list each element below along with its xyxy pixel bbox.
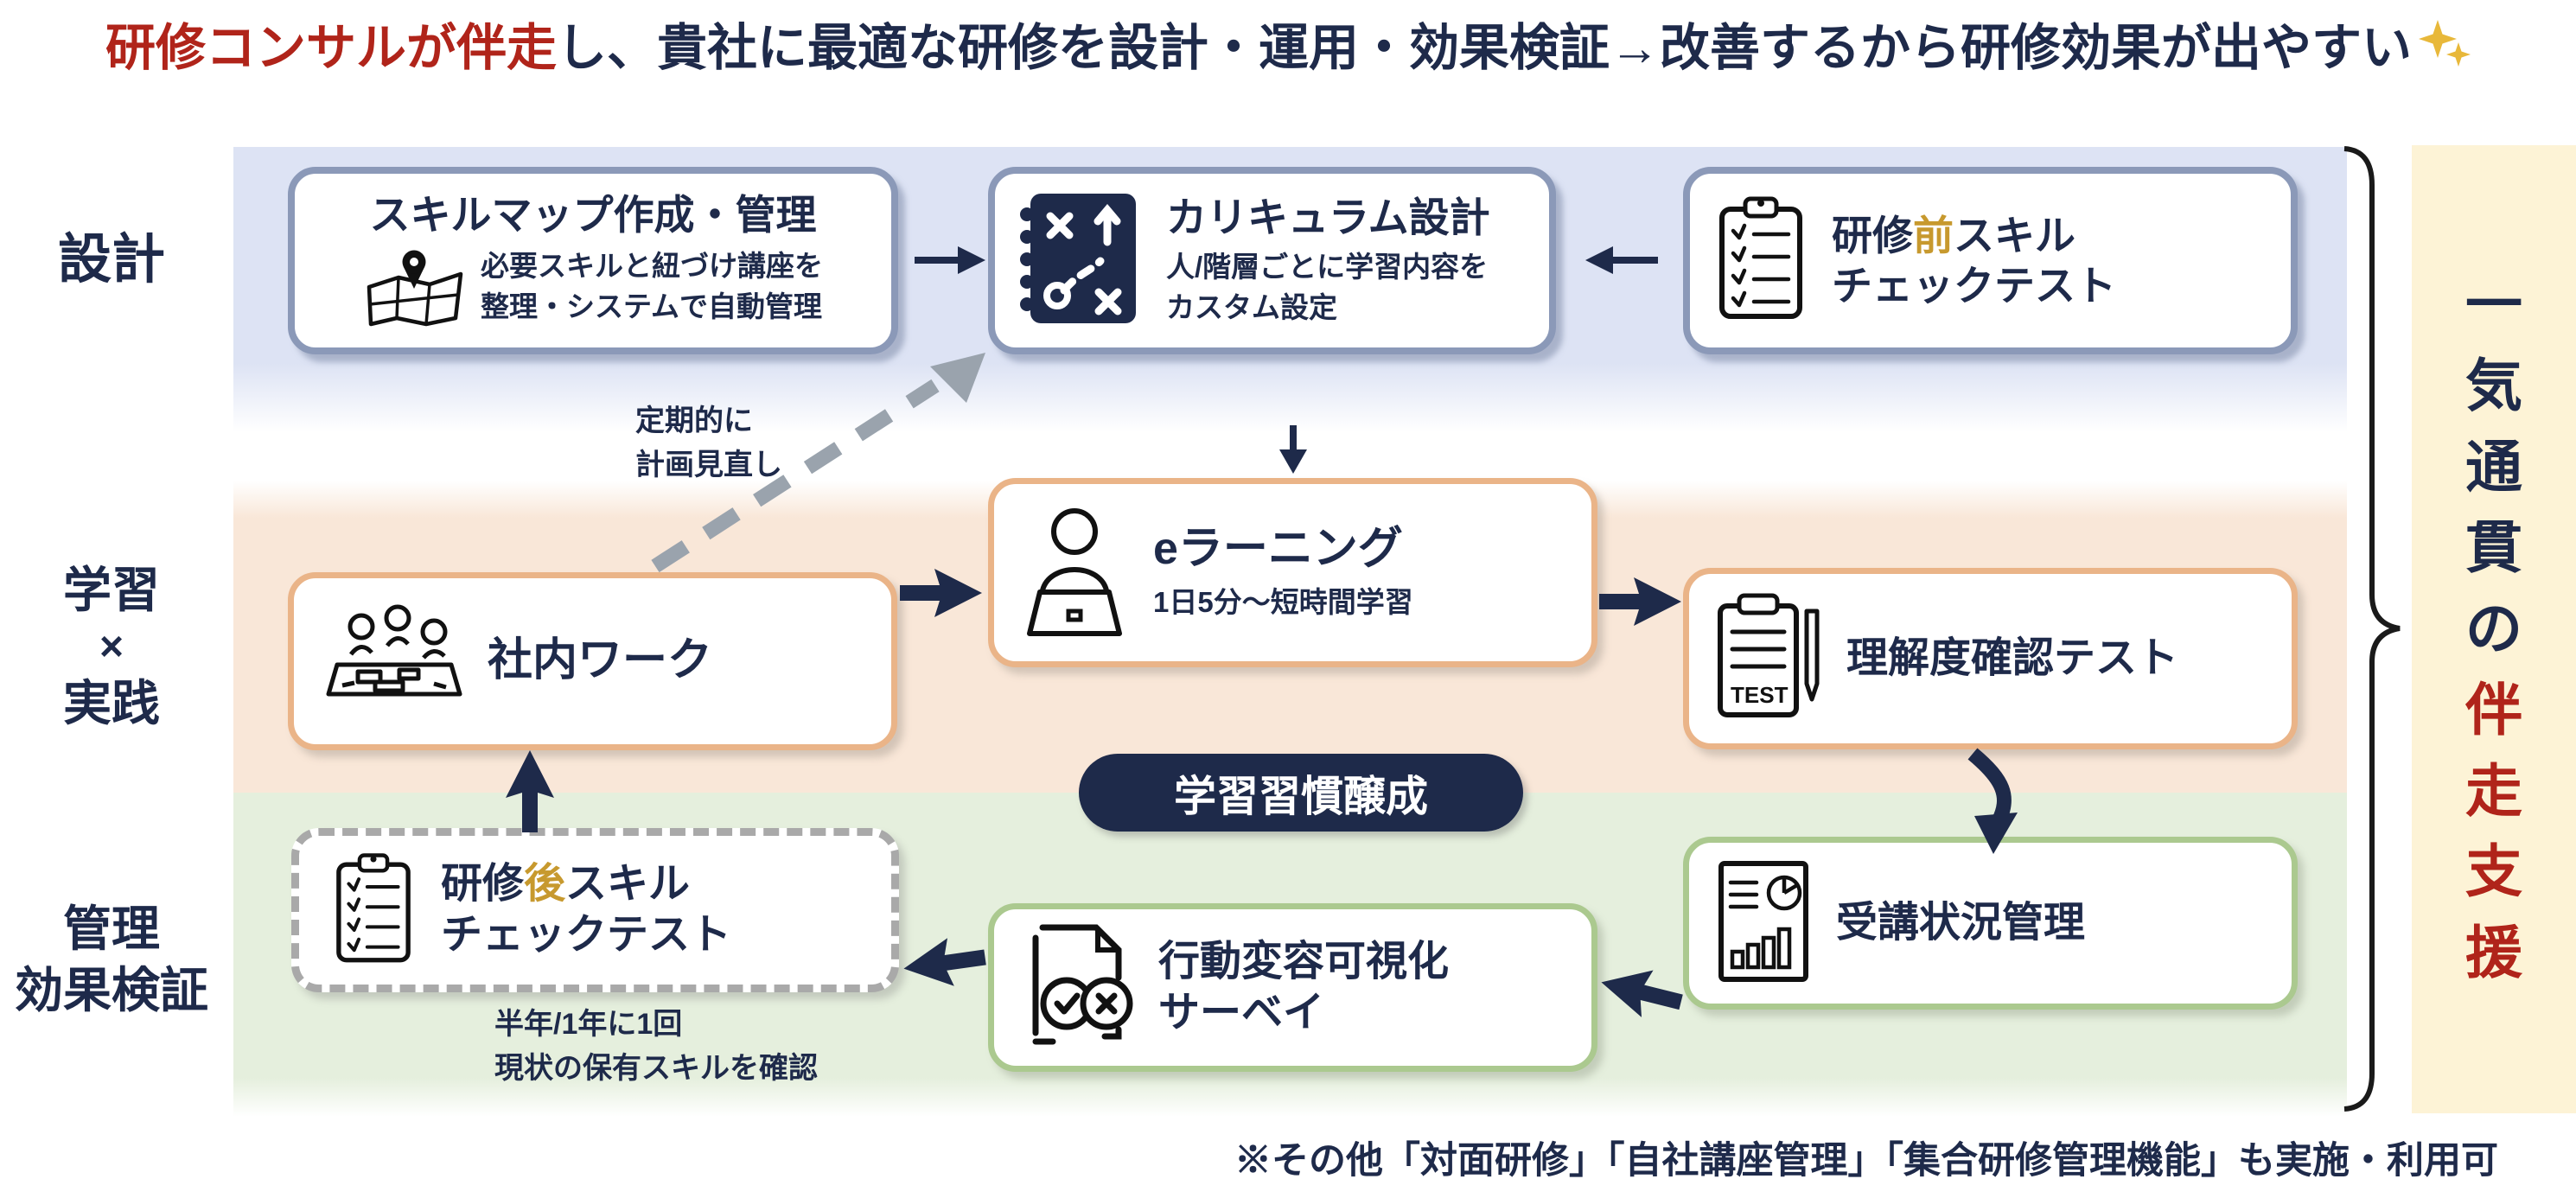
checklist-clipboard-icon [332, 851, 415, 970]
habit-badge: 学習習慣醸成 [1079, 754, 1523, 832]
curriculum-desc-line2: カスタム設定 [1166, 291, 1337, 324]
post-test-note-line2: 現状の保有スキルを確認 [494, 1052, 818, 1085]
understanding-test-title: 理解度確認テスト [1846, 634, 2179, 681]
post-test-title-line2: チェックテスト [441, 912, 732, 958]
box-curriculum: カリキュラム設計 人/階層ごとに学習内容を カスタム設定 [988, 167, 1556, 354]
pre-test-title-part1: 研修 [1832, 213, 1913, 259]
row-label-management-line1: 管理 [63, 902, 160, 956]
box-post-test: 研修後スキル チェックテスト [291, 828, 899, 992]
habit-badge-text: 学習習慣醸成 [1173, 773, 1428, 820]
people-table-icon [325, 604, 463, 719]
attendance-title: 受講状況管理 [1836, 899, 2086, 946]
post-test-title-part2: スキル [565, 861, 691, 908]
side-panel: 一気通貫の 伴走支援 [2412, 145, 2576, 1113]
survey-title-line1: 行動変容可視化 [1158, 938, 1450, 985]
post-test-title-highlight: 後 [524, 861, 566, 908]
strategy-notebook-icon [1016, 188, 1145, 333]
pre-test-title-highlight: 前 [1913, 213, 1954, 259]
review-note-line2: 計画見直し [635, 449, 782, 481]
box-understanding-test: TEST 理解度確認テスト [1683, 568, 2298, 749]
row-label-management-line2: 効果検証 [15, 962, 208, 1017]
page-title-highlight: 研修コンサルが伴走 [105, 20, 557, 76]
elearning-desc: 1日5分〜短時間学習 [1153, 585, 1413, 618]
row-label-design-text: 設計 [57, 230, 165, 290]
review-note: 定期的に 計画見直し [635, 399, 782, 488]
box-attendance: 受講状況管理 [1683, 837, 2298, 1010]
pre-test-title-line2: チェックテスト [1832, 262, 2116, 309]
box-skill-map: スキルマップ作成・管理 必要スキルと紐づけ講座を 整理・システムで自動管理 [288, 167, 898, 354]
row-label-learning-line1: 学習 [63, 563, 160, 617]
side-panel-text-navy: 一気通貫の [2465, 272, 2522, 661]
skill-map-desc-line2: 整理・システムで自動管理 [481, 290, 823, 323]
side-panel-text-red: 伴走支援 [2465, 677, 2522, 985]
post-test-title-part1: 研修 [441, 861, 525, 908]
box-internal-work: 社内ワーク [288, 572, 897, 750]
row-label-learning-x: × [99, 623, 124, 670]
curriculum-title: カリキュラム設計 [1166, 194, 1490, 240]
review-note-line1: 定期的に [635, 405, 753, 437]
row-label-learning-line2: 実践 [63, 676, 160, 731]
survey-check-x-icon [1017, 921, 1138, 1055]
arrow-down-thin-icon [1279, 425, 1307, 474]
skill-map-desc-line1: 必要スキルと紐づけ講座を [481, 250, 823, 283]
skill-map-title: スキルマップ作成・管理 [369, 192, 817, 239]
person-laptop-icon [1018, 500, 1131, 645]
pre-test-title-part2: スキル [1954, 213, 2075, 259]
post-test-note-line1: 半年/1年に1回 [494, 1008, 683, 1041]
test-icon-label: TEST [1731, 682, 1789, 708]
map-pin-icon [363, 244, 465, 331]
footer-note-text: ※その他「対面研修」「自社講座管理」「集合研修管理機能」も実施・利用可 [1234, 1140, 2498, 1179]
box-survey: 行動変容可視化 サーベイ [988, 903, 1597, 1072]
elearning-title: eラーニング [1153, 524, 1403, 575]
footer-note: ※その他「対面研修」「自社講座管理」「集合研修管理機能」も実施・利用可 [1234, 1131, 2498, 1179]
post-test-note: 半年/1年に1回 現状の保有スキルを確認 [494, 1003, 818, 1091]
row-label-learning: 学習 × 実践 [0, 560, 223, 735]
brace-icon [2343, 146, 2401, 1112]
test-clipboard-pencil-icon: TEST [1715, 592, 1822, 726]
page-title: 研修コンサルが伴走し、貴社に最適な研修を設計・運用・効果検証→改善するから研修効… [0, 7, 2576, 82]
checklist-clipboard-icon [1716, 194, 1806, 327]
row-label-design: 設計 [0, 226, 223, 294]
row-label-management: 管理 効果検証 [0, 899, 223, 1021]
box-elearning: eラーニング 1日5分〜短時間学習 [988, 478, 1597, 667]
page-title-rest: し、貴社に最適な研修を設計・運用・効果検証→改善するから研修効果が出やすい [557, 20, 2413, 76]
curriculum-desc-line1: 人/階層ごとに学習内容を [1166, 251, 1489, 284]
survey-title-line2: サーベイ [1158, 989, 1325, 1036]
report-chart-icon [1715, 858, 1812, 989]
internal-work-title: 社内ワーク [488, 635, 713, 686]
sparkle-icon [2417, 16, 2471, 82]
box-pre-test: 研修前スキル チェックテスト [1683, 167, 2298, 354]
